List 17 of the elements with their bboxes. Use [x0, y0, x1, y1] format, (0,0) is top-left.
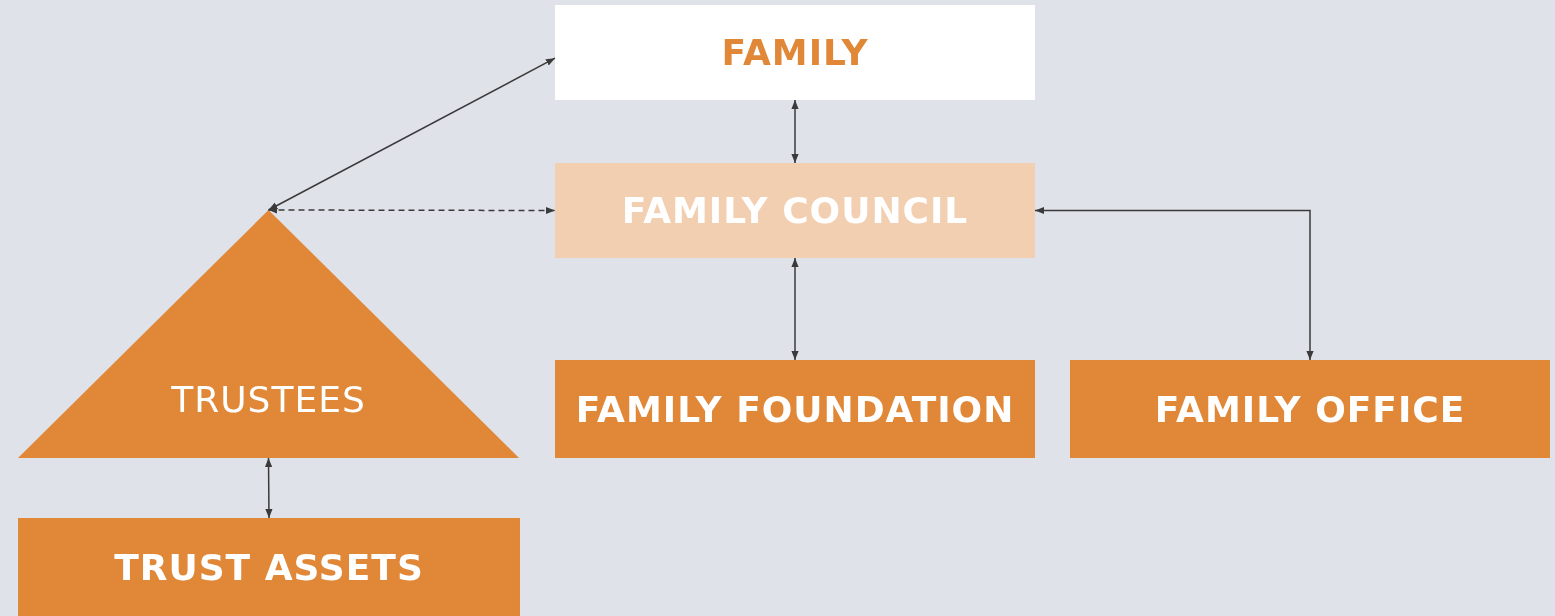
node-label: FAMILY [721, 32, 869, 73]
process-box [555, 163, 1035, 258]
process-box [1070, 360, 1550, 458]
node-label: FAMILY OFFICE [1154, 388, 1466, 430]
process-box [555, 360, 1035, 458]
arrow [791, 257, 799, 361]
arrow [265, 457, 273, 519]
node-label: TRUSTEES [171, 379, 366, 420]
arrow [1034, 206, 1314, 361]
process-box [555, 5, 1035, 100]
dashed-arrow [267, 206, 556, 215]
node-label: FAMILY FOUNDATION [575, 388, 1015, 430]
arrow [267, 57, 556, 211]
arrow [791, 99, 799, 164]
process-box [18, 518, 520, 616]
node-label: TRUST ASSETS [114, 546, 424, 588]
node-label: FAMILY COUNCIL [621, 190, 969, 231]
